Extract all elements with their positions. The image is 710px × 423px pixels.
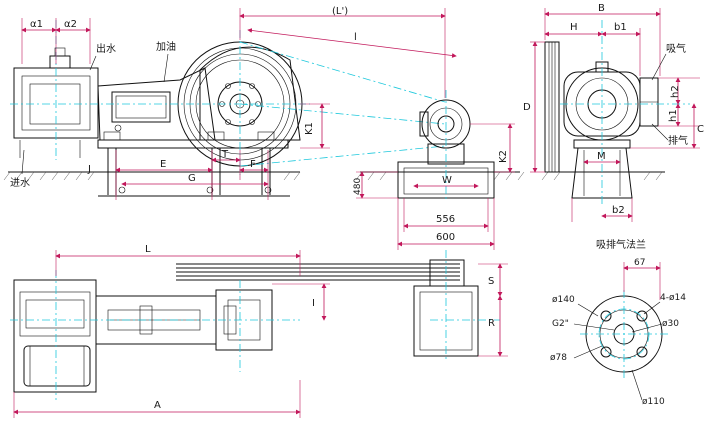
motor-elevation-view: K2 480 W 556 600 <box>353 90 525 250</box>
dim-B-label: B <box>598 3 605 14</box>
dim-T-label: T <box>221 149 229 160</box>
dim-R-label: R <box>488 318 495 329</box>
dim-G-label: G <box>188 173 196 184</box>
suction-label: 吸气 <box>666 42 686 55</box>
dim-D-label: D <box>523 102 531 113</box>
dim-C-label: C <box>697 124 704 135</box>
dim-F-label: F <box>250 159 256 170</box>
dim-556-label: 556 <box>436 214 455 225</box>
dim-phi78-label: ø78 <box>550 353 567 363</box>
dim-h1-label: h1 <box>668 109 679 122</box>
dim-l-label: l <box>354 32 357 43</box>
dim-67-label: 67 <box>634 258 645 268</box>
dim-K2-label: K2 <box>498 150 509 163</box>
dim-M-label: M <box>597 151 606 162</box>
dim-S-label: S <box>488 276 494 287</box>
water-in-label: 进水 <box>10 177 30 189</box>
dim-phi110-label: ø110 <box>642 397 665 407</box>
dim-E-label: E <box>160 159 166 170</box>
dim-600-label: 600 <box>436 232 455 243</box>
dim-W-label: W <box>442 175 452 186</box>
dim-a2-label: α2 <box>64 19 77 30</box>
dim-h2-label: h2 <box>670 85 681 98</box>
plan-view: L I S R A <box>10 244 508 418</box>
front-elevation-view: α1 α2 (L') l K1 E T F G J 出水 加油 进水 <box>3 6 457 200</box>
flange-title: 吸排气法兰 <box>596 238 646 251</box>
dim-b2-label: b2 <box>612 205 625 216</box>
dim-480-label: 480 <box>353 178 363 195</box>
dim-K1-label: K1 <box>304 122 315 135</box>
dim-b1-label: b1 <box>614 22 627 33</box>
dim-G2-label: G2" <box>552 319 569 329</box>
dim-phi30-label: ø30 <box>662 319 679 329</box>
suction-exhaust-flange-detail: 吸排气法兰 67 ø140 4-ø14 G2" ø30 ø78 ø110 <box>550 238 686 407</box>
exhaust-label: 排气 <box>668 134 688 147</box>
dim-holes-label: 4-ø14 <box>660 293 686 303</box>
dim-J-label: J <box>87 164 91 175</box>
oil-inlet-label: 加油 <box>156 40 176 53</box>
dim-phi140-label: ø140 <box>552 295 575 305</box>
dim-L-prime-label: (L') <box>332 6 348 17</box>
dim-a1-label: α1 <box>30 19 43 30</box>
side-view: B H b1 D h2 h1 C 吸气 排气 M b2 <box>523 3 704 222</box>
dim-A-label: A <box>154 400 161 411</box>
dim-H-label: H <box>570 22 578 33</box>
dim-L-plan-label: L <box>145 244 151 255</box>
dim-I-label: I <box>312 298 315 309</box>
water-out-label: 出水 <box>96 42 116 55</box>
